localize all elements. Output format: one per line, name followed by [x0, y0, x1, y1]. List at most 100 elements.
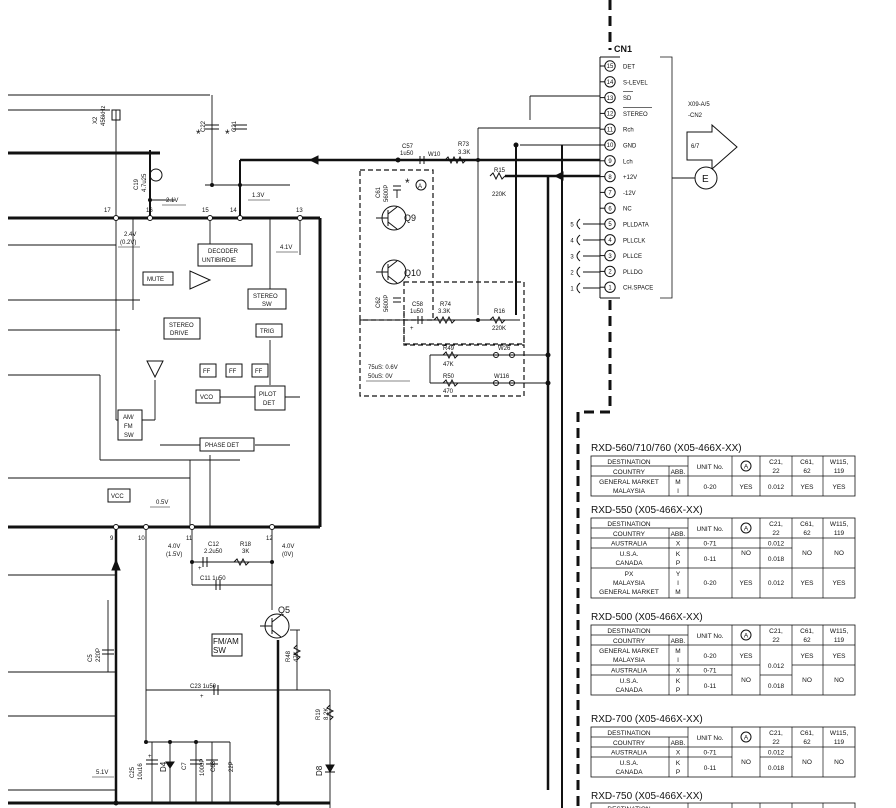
cell-a: NO: [741, 759, 751, 766]
ic-pin-12: 12: [266, 536, 273, 542]
table-header-w115: W115,: [830, 459, 848, 466]
label-r15-value: 220K: [492, 192, 506, 198]
label-w26: W26: [498, 346, 511, 352]
label-q9: Q9: [404, 213, 416, 223]
cell-w115: NO: [834, 759, 844, 766]
cn1-pin-label: STEREO: [623, 112, 648, 118]
cell-country: MALAYSIA: [613, 488, 646, 495]
table-header-abb: ABB.: [671, 531, 686, 538]
cell-abb: P: [676, 560, 680, 567]
table-header-c22: 22: [772, 468, 780, 475]
table-header-c21: C21,: [769, 628, 783, 635]
cn1-pin-number: 12: [607, 112, 614, 118]
ic-pin-13: 13: [296, 208, 303, 214]
junction-dots: [113, 142, 551, 806]
ff-block-1: FF: [203, 369, 211, 375]
table-header-w119: 119: [834, 637, 845, 644]
label-c25-value: 10u16: [138, 763, 144, 780]
label-c19-value: 4.7u25: [142, 173, 148, 192]
table-header-c62: 62: [803, 637, 811, 644]
cell-c61: NO: [802, 550, 812, 557]
cn1-pin-label: S-LEVEL: [623, 80, 648, 86]
table-header-c21: C21,: [769, 730, 783, 737]
pilot-det-line1: PILOT: [259, 392, 277, 398]
cell-c61: YES: [800, 484, 814, 491]
cell-c61: NO: [802, 759, 812, 766]
label-c5-value: 220P: [96, 648, 102, 662]
label-c62: C62: [376, 296, 382, 308]
voltage-4-0v-left: 4.0V: [168, 544, 180, 550]
label-c12: C12: [208, 542, 220, 548]
table-header-a: A: [744, 464, 749, 471]
cell-unit: 0-71: [703, 668, 716, 675]
table-title: RXD-550 (X05-466X-XX): [591, 505, 703, 516]
side-pin-number: 1: [570, 287, 574, 293]
cell-unit: 0-11: [704, 556, 717, 563]
destination-tables: RXD-560/710/760 (X05-466X-XX)DESTINATION…: [590, 443, 856, 808]
cn1-pin-number: 9: [608, 159, 612, 165]
cell-abb: M: [675, 648, 680, 655]
cell-a: YES: [739, 484, 753, 491]
voltage-5-1v: 5.1V: [96, 770, 108, 776]
cell-w115: YES: [832, 484, 846, 491]
table-header-c61: C61,: [800, 628, 814, 635]
cell-c21: 0.012: [768, 750, 785, 757]
cell-w115: YES: [832, 653, 846, 660]
table-header-destination: DESTINATION: [607, 730, 651, 737]
cn1-pin-number: 7: [608, 191, 612, 197]
label-w116: W116: [494, 374, 510, 380]
component-labels: X2 456kHz C22 C21 * * C19 4.7u25 C57 1u5…: [88, 106, 511, 780]
cell-c61: NO: [802, 677, 812, 684]
table-header-unit: UNIT No.: [697, 526, 724, 533]
cell-country: MALAYSIA: [613, 657, 646, 664]
cell-a: YES: [739, 580, 753, 587]
label-r19: R19: [316, 708, 322, 720]
cell-country: GENERAL MARKET: [599, 589, 659, 596]
table-title: RXD-750 (X05-466X-XX): [591, 791, 703, 802]
cell-country: CANADA: [615, 687, 643, 694]
cell-unit: 0-71: [703, 541, 716, 548]
table-header-w119: 119: [834, 468, 845, 475]
voltage-labels: 2.1V 1.3V 2.4V (0.2V) 4.1V 0.5V 4.0V (1.…: [92, 193, 298, 778]
board-boundary: [576, 0, 612, 808]
ic-pin-15: 15: [202, 208, 209, 214]
label-c63-value: 22P: [229, 761, 235, 772]
label-r15: R15: [494, 168, 506, 174]
cell-c21: 0.012: [768, 663, 785, 670]
ff-block-3: FF: [255, 369, 263, 375]
voltage-2-1v: 2.1V: [166, 198, 178, 204]
table-header-destination: DESTINATION: [607, 806, 651, 808]
cell-country: U.S.A.: [620, 760, 639, 767]
cell-abb: X: [676, 541, 681, 548]
cell-abb: K: [676, 551, 681, 558]
cn1-pin-label: PLLCE: [623, 254, 642, 260]
ic-pin-14: 14: [230, 208, 237, 214]
table-header-w119: 119: [834, 739, 845, 746]
table-header-a: A: [744, 526, 749, 533]
label-r18-value: 3K: [242, 549, 249, 555]
plus-c58: +: [410, 326, 414, 332]
cell-w115: YES: [832, 580, 846, 587]
amfm-sw-line1: AM/: [123, 415, 134, 421]
cell-country: AUSTRALIA: [611, 750, 648, 757]
label-w10: W10: [428, 152, 441, 158]
cn1-pin-number: 11: [607, 127, 614, 133]
cn1-pin-number: 5: [608, 222, 612, 228]
function-blocks: [107, 243, 287, 657]
side-pin-number: 5: [570, 223, 574, 229]
label-c57: C57: [402, 144, 414, 150]
stereo-sw-line2: SW: [262, 302, 272, 308]
phase-det-block: PHASE DET: [205, 443, 239, 449]
cell-unit: 0-11: [704, 765, 717, 772]
cn1-pin-label: PLLDO: [623, 270, 643, 276]
label-q10: Q10: [404, 268, 421, 278]
cn1-pin-number: 4: [608, 238, 612, 244]
cn1-pin-number: 6: [608, 206, 612, 212]
cell-abb: I: [677, 580, 679, 587]
label-c25: C25: [130, 766, 136, 778]
cell-w115: NO: [834, 550, 844, 557]
table-header-c61: C61,: [800, 459, 814, 466]
cn1-name: CN1: [614, 44, 632, 54]
